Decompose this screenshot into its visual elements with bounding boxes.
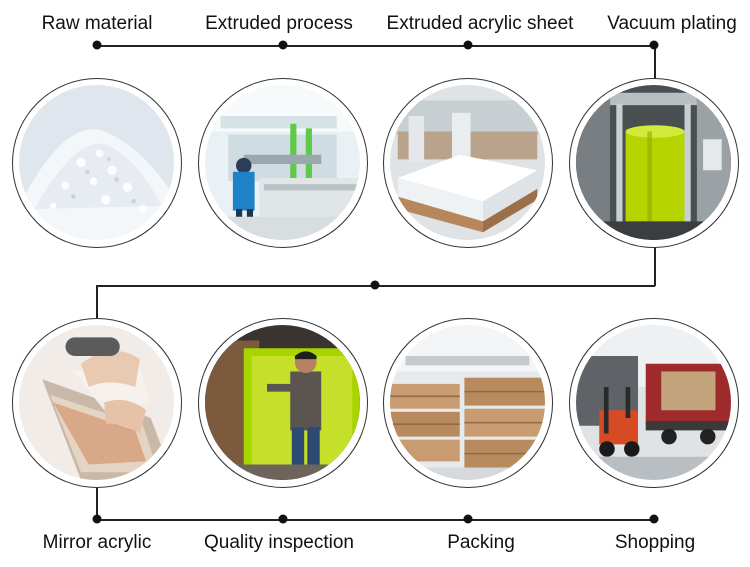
step-label-raw-material: Raw material — [41, 13, 153, 34]
step-label-extruded-process: Extruded process — [205, 13, 353, 34]
step-circle-vacuum-plating — [569, 78, 739, 248]
raw-material-pellets-icon — [19, 85, 174, 240]
step-circle-quality-inspection — [198, 318, 368, 488]
step-circle-shopping — [569, 318, 739, 488]
midpoint-dot — [370, 280, 380, 290]
step-dot-mirror-acrylic — [92, 514, 102, 524]
vacuum-plating-chamber-icon — [576, 85, 731, 240]
wooden-crates-icon — [390, 325, 545, 480]
step-circle-extruded-process — [198, 78, 368, 248]
forklift-truck-icon — [576, 325, 731, 480]
bottom-connector-line — [97, 519, 654, 521]
extrusion-line-icon — [205, 85, 360, 240]
step-label-quality-inspection: Quality inspection — [204, 532, 354, 553]
step-dot-shopping — [649, 514, 659, 524]
step-dot-quality-inspection — [278, 514, 288, 524]
step-circle-mirror-acrylic — [12, 318, 182, 488]
inspection-worker-icon — [205, 325, 360, 480]
left-connector-line-lower — [96, 488, 98, 520]
step-dot-vacuum-plating — [649, 40, 659, 50]
step-circle-raw-material — [12, 78, 182, 248]
step-dot-extruded-process — [278, 40, 288, 50]
step-label-shopping: Shopping — [614, 532, 696, 553]
step-circle-packing — [383, 318, 553, 488]
step-label-vacuum-plating: Vacuum plating — [607, 13, 737, 34]
right-connector-line — [654, 45, 656, 79]
right-connector-line-lower — [654, 248, 656, 286]
step-label-mirror-acrylic: Mirror acrylic — [42, 532, 152, 553]
step-label-packing: Packing — [447, 532, 515, 553]
mirror-acrylic-peel-icon — [19, 325, 174, 480]
step-dot-extruded-sheet — [463, 40, 473, 50]
step-label-extruded-sheet: Extruded acrylic sheet — [386, 13, 574, 34]
step-dot-raw-material — [92, 40, 102, 50]
step-circle-extruded-sheet — [383, 78, 553, 248]
acrylic-sheet-stack-icon — [390, 85, 545, 240]
step-dot-packing — [463, 514, 473, 524]
left-connector-line — [96, 285, 98, 318]
top-connector-line — [97, 45, 654, 47]
